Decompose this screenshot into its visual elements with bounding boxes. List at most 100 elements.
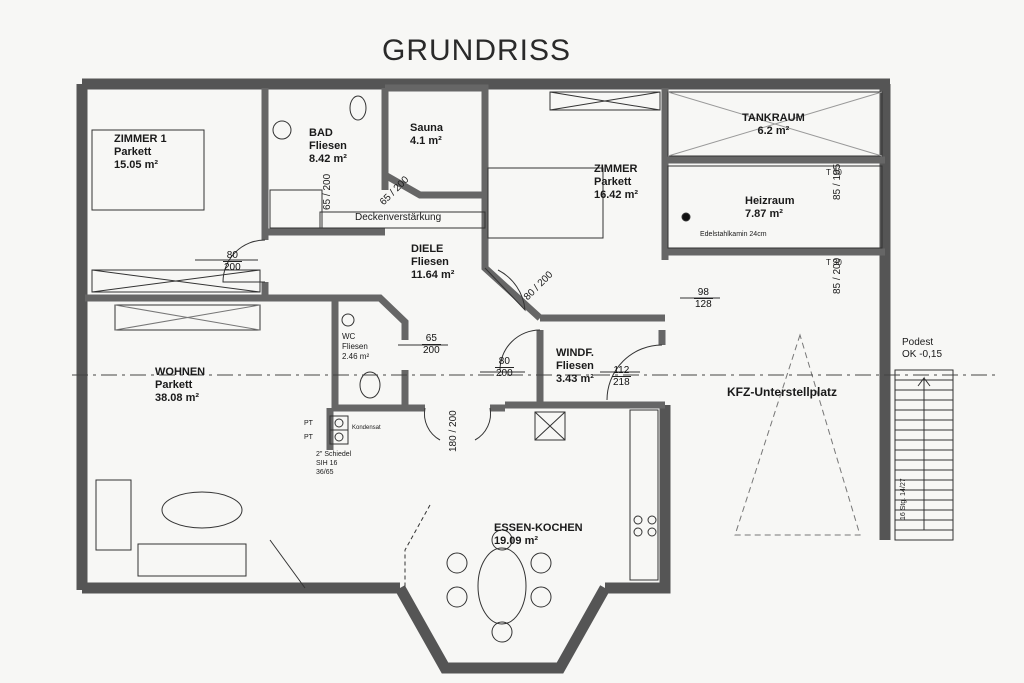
sauna-label: Sauna 4.1 m²	[410, 122, 443, 148]
deckenverstaerkung-label: Deckenverstärkung	[355, 212, 442, 223]
heizraum-box	[667, 165, 883, 249]
door-dim-bad: 65 / 200	[322, 173, 333, 210]
door-wohnen-bottom	[269, 539, 306, 589]
chair	[446, 586, 468, 608]
toilet-bad	[349, 95, 367, 121]
wc-label: WC Fliesen 2.46 m²	[342, 332, 369, 362]
pt-box-2	[329, 429, 349, 445]
heizraum-label: Heizraum 7.87 m²	[745, 195, 795, 221]
outer-wall-bay	[395, 585, 610, 674]
wall-wc	[330, 294, 409, 412]
room-floor: Parkett	[114, 146, 152, 158]
wardrobe-zimmer2	[549, 91, 661, 111]
room-name: Heizraum	[745, 195, 795, 207]
wardrobe-zimmer1	[91, 269, 261, 293]
deckenverstaerkung	[319, 211, 486, 229]
fire-door-kfz-t: T 30	[826, 258, 842, 267]
room-area: 6.2 m²	[757, 125, 790, 137]
essen-label: ESSEN-KOCHEN 19.09 m²	[494, 522, 583, 548]
door-zimmer1	[222, 239, 266, 283]
room-name: ESSEN-KOCHEN	[494, 522, 583, 534]
door-essen-1	[423, 407, 441, 441]
door-w: 180	[448, 435, 459, 452]
room-area: 11.64 m²	[411, 269, 455, 281]
coffee-table	[161, 491, 243, 529]
room-floor: Parkett	[155, 379, 193, 391]
cabinet-wohnen	[114, 304, 261, 331]
door-w: 85	[832, 188, 843, 200]
room-name: ZIMMER	[594, 163, 638, 175]
wohnen-label: WOHNEN Parkett 38.08 m²	[155, 366, 205, 405]
sofa-left	[95, 479, 132, 551]
dining-table	[477, 547, 527, 625]
chimney	[681, 212, 691, 222]
kitchen-corner	[534, 411, 566, 441]
room-name: DIELE	[411, 243, 444, 255]
podest-text: Podest	[902, 337, 934, 348]
sih: SIH 16	[316, 460, 338, 467]
door-w: 65	[322, 198, 333, 210]
room-name: ZIMMER 1	[114, 133, 167, 145]
room-name: Sauna	[410, 122, 444, 134]
bad-label: BAD Fliesen 8.42 m²	[309, 127, 347, 166]
dining-zone	[404, 504, 431, 588]
podest-label: Podest OK -0,15	[902, 337, 942, 361]
door-zimmer2	[484, 267, 526, 312]
chimney-spec: 2" Schiedel SIH 16 36/65	[316, 450, 351, 477]
room-area: 3.43 m²	[556, 373, 594, 385]
zimmer2-label: ZIMMER Parkett 16.42 m²	[594, 163, 638, 202]
room-area: 19.09 m²	[494, 535, 539, 547]
bed-zimmer1	[91, 129, 205, 211]
chair	[491, 621, 513, 643]
room-name: TANKRAUM	[742, 112, 805, 124]
fire-door-heiz-t: T 30	[826, 168, 842, 177]
chair	[491, 529, 513, 551]
bathtub	[269, 189, 323, 229]
room-area: 38.08 m²	[155, 392, 200, 404]
room-floor: Fliesen	[342, 342, 368, 351]
kondensat-label: Kondensat	[352, 425, 381, 431]
outer-wall-bottom-right	[605, 405, 671, 594]
room-area: 2.46 m²	[342, 352, 370, 361]
diele-label: DIELE Fliesen 11.64 m²	[411, 243, 454, 282]
tank-box	[667, 91, 883, 157]
room-floor: Fliesen	[309, 140, 347, 152]
door-essen-2	[474, 407, 492, 441]
pt-label-2: PT	[304, 434, 313, 441]
room-floor: Fliesen	[411, 256, 449, 268]
chimney-size: 36/65	[316, 469, 334, 476]
pt-label-1: PT	[304, 420, 313, 427]
stairs-label: 16 Stg. 14/27	[900, 478, 907, 520]
door-h: 200	[448, 410, 459, 427]
plan-title: GRUNDRISS	[382, 34, 572, 67]
door-w: 85	[832, 282, 843, 294]
chair	[530, 586, 552, 608]
room-floor: Parkett	[594, 176, 632, 188]
sink-bad	[272, 120, 292, 140]
room-area: 15.05 m²	[114, 159, 159, 171]
door-dim-essen: 180 / 200	[448, 410, 459, 452]
room-floor: Fliesen	[556, 360, 594, 372]
door-dim-kfz-fire: 85 / 200	[832, 257, 843, 294]
sink-wc	[341, 313, 355, 327]
room-area: 8.42 m²	[309, 153, 347, 165]
stairs	[894, 369, 954, 541]
room-name: WINDF.	[556, 347, 594, 359]
door-dim-heiz: 85 / 105	[832, 163, 843, 200]
door-h: 200	[322, 173, 333, 191]
tankraum-label: TANKRAUM 6.2 m²	[742, 112, 805, 138]
carport-arrow	[734, 333, 861, 536]
sofa-bottom	[137, 543, 247, 577]
door-h: 105	[832, 163, 843, 181]
kfz-label: KFZ-Unterstellplatz	[727, 385, 838, 399]
inner-walls	[85, 84, 885, 450]
door-h: 200	[832, 257, 843, 275]
room-area: 16.42 m²	[594, 189, 639, 201]
heizraum-note: Edelstahlkamin 24cm	[700, 231, 767, 238]
room-name: WOHNEN	[155, 366, 206, 378]
windfang-label: WINDF. Fliesen 3.43 m²	[556, 347, 594, 386]
